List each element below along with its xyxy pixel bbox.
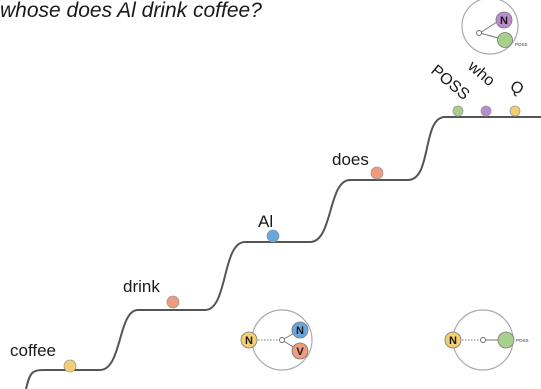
glyph-bottom-mid-n-top-node xyxy=(291,321,309,339)
glyph-bottom-right-n-label: N xyxy=(449,335,457,347)
glyph-bottom-right-poss-node xyxy=(497,331,515,349)
word-does: does xyxy=(332,150,369,169)
al-dot xyxy=(266,229,280,243)
glyph-top-right-poss-node xyxy=(497,32,513,48)
word-coffee: coffee xyxy=(10,341,56,360)
staircase-line xyxy=(25,116,541,389)
glyph-bottom-mid: N N V xyxy=(240,309,313,371)
q-dot xyxy=(509,105,521,117)
does-dot xyxy=(370,166,384,180)
who-dot xyxy=(480,105,492,117)
word-al: Al xyxy=(258,212,273,231)
word-drink: drink xyxy=(123,277,160,296)
glyph-bottom-mid-n-top-label: N xyxy=(296,325,304,337)
glyph-top-right-n-label: N xyxy=(500,15,508,27)
word-who: who xyxy=(464,57,498,90)
glyph-top-right-n-node xyxy=(495,11,513,29)
glyph-bottom-mid-v-node xyxy=(291,342,309,360)
glyph-top-right-poss-label: POSS xyxy=(515,42,528,47)
glyph-bottom-right-poss-label: POSS xyxy=(516,338,529,343)
glyph-bottom-right: N POSS xyxy=(444,309,529,371)
glyph-bottom-mid-n-left-node xyxy=(240,331,258,349)
glyph-bottom-mid-n-left-label: N xyxy=(245,335,253,347)
drink-dot xyxy=(166,295,180,309)
glyph-bottom-mid-v-label: V xyxy=(296,346,304,358)
title: whose does Al drink coffee? xyxy=(0,0,262,22)
glyph-top-right: N POSS xyxy=(461,0,528,55)
word-q: Q xyxy=(507,78,526,99)
coffee-dot xyxy=(63,359,77,373)
poss-dot xyxy=(452,105,464,117)
glyph-bottom-right-n-node xyxy=(444,331,462,349)
